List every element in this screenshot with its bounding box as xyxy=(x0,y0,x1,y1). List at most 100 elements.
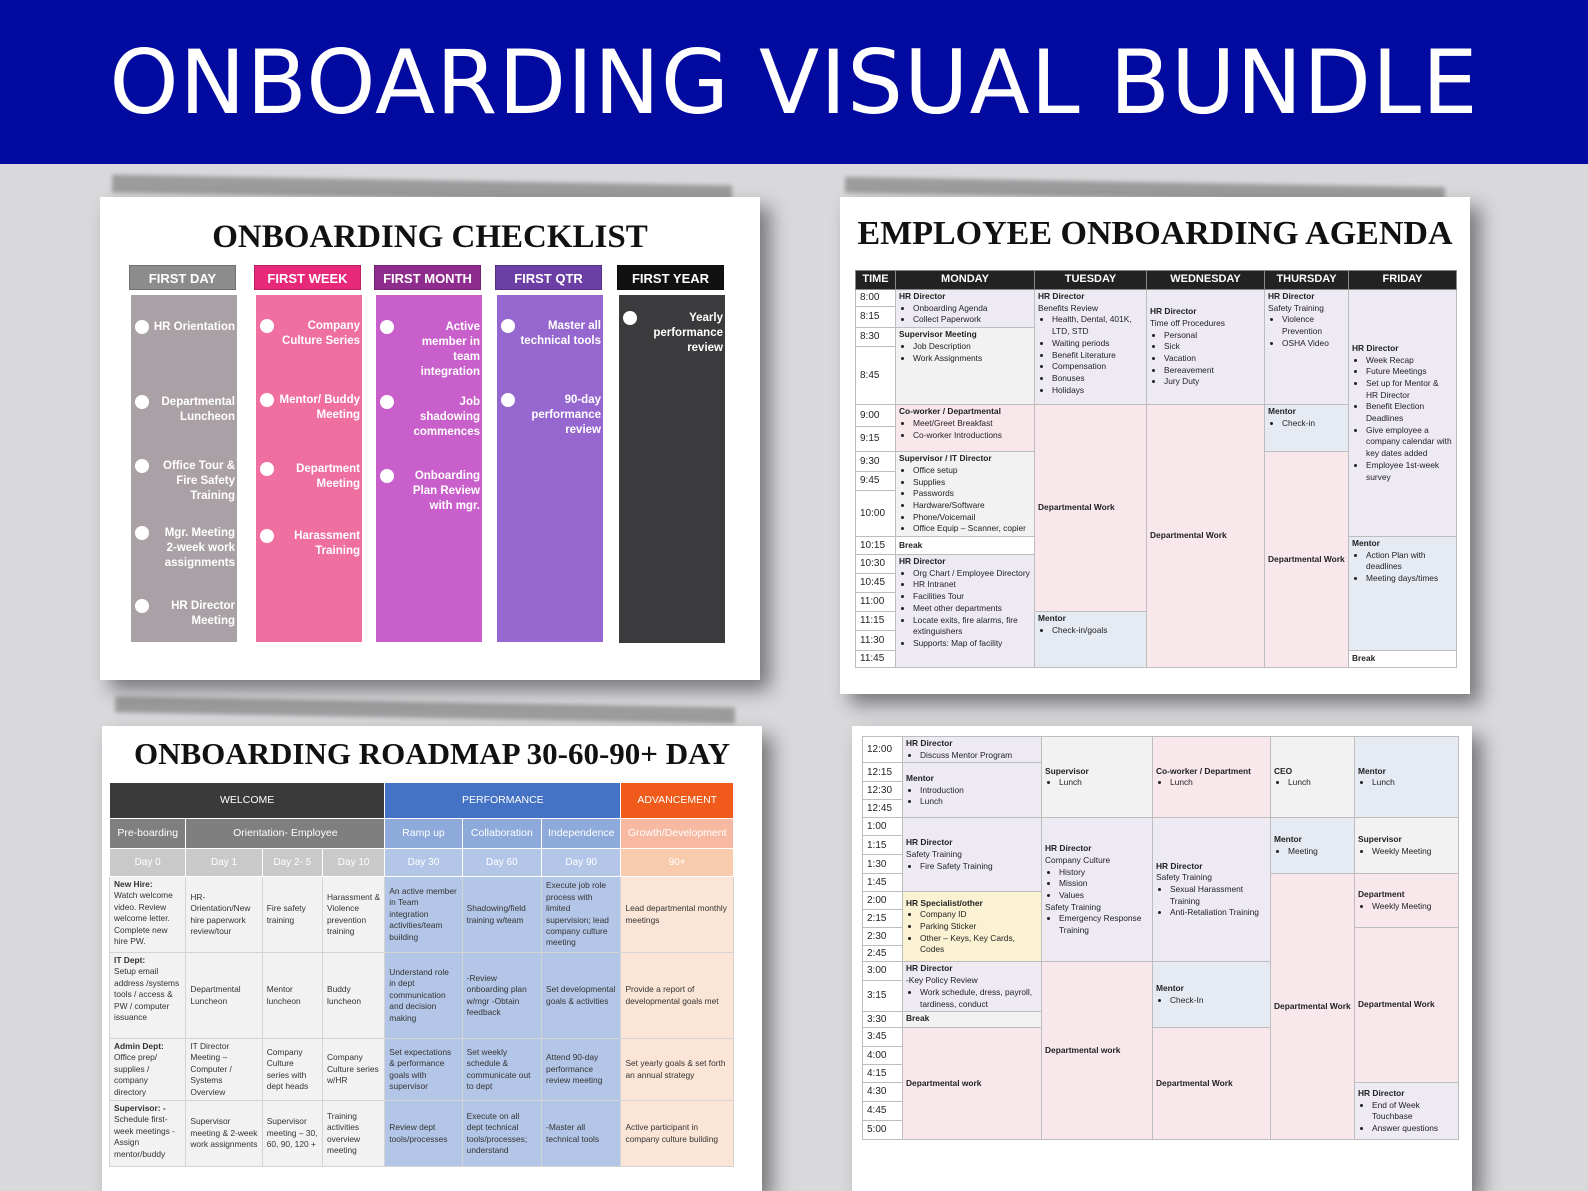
roadmap-cell: Supervisor meeting – 30, 60, 90, 120 + xyxy=(261,1100,324,1168)
agenda-list-item: OSHA Video xyxy=(1282,338,1345,350)
agenda-block-title: Break xyxy=(906,1013,930,1024)
agenda-list-item: History xyxy=(1059,867,1149,879)
agenda-block: SupervisorLunch xyxy=(1041,735,1153,819)
agenda-block: DepartmentWeekly Meeting xyxy=(1354,873,1459,929)
time-slot: 4:30 xyxy=(862,1082,903,1103)
roadmap-day-header: Day 10 xyxy=(321,848,386,877)
roadmap-cell-text: Supervisor meeting & 2-week work assignm… xyxy=(190,1116,258,1150)
roadmap-cell-text: Review dept tools/processes xyxy=(389,1122,448,1144)
roadmap-cell-text: Fire safety training xyxy=(266,903,306,925)
roadmap-cell-text: Departmental Luncheon xyxy=(190,984,241,1006)
checklist-item: Office Tour & Fire Safety Training xyxy=(163,460,235,502)
agenda-list-item: Violence Prevention xyxy=(1282,314,1345,337)
agenda-column-header: TIME xyxy=(855,270,896,290)
agenda-block-subtitle: Benefits Review xyxy=(1038,302,1099,313)
roadmap-cell-text: Training activities overview meeting xyxy=(327,1110,361,1155)
agenda-block-title: Mentor xyxy=(1358,765,1386,776)
time-slot: 9:00 xyxy=(855,404,896,428)
agenda-list-item: Supplies xyxy=(913,477,1031,489)
agenda-block-title: Mentor xyxy=(1352,538,1380,549)
roadmap-cell-text: Mentor luncheon xyxy=(266,984,301,1006)
agenda-block-subtitle: Safety Training xyxy=(1045,901,1101,912)
agenda-block-title: Mentor xyxy=(906,772,934,783)
agenda-list-item: Vacation xyxy=(1164,353,1261,365)
agenda-block-list: Work schedule, dress, payroll, tardiness… xyxy=(906,987,1038,1010)
roadmap-cell-text: Company Culture series w/HR xyxy=(327,1052,379,1086)
agenda-list-item: Office setup xyxy=(913,465,1031,477)
agenda-list-item: Weekly Meeting xyxy=(1372,846,1455,858)
agenda-block: MentorCheck-In xyxy=(1152,961,1271,1029)
agenda-list-item: Lunch xyxy=(1372,777,1455,789)
checklist-item: Yearly performance review xyxy=(653,312,723,354)
roadmap-cell-text: Shadowing/field training w/team xyxy=(466,903,526,925)
agenda-list-item: Week Recap xyxy=(1366,355,1453,367)
time-slot: 2:15 xyxy=(862,909,903,929)
roadmap-cell-text: Setup email address /systems tools / acc… xyxy=(114,966,180,1023)
roadmap-cell-text: Company Culture series with dept heads xyxy=(266,1046,309,1091)
agenda-block-list: Health, Dental, 401K, LTD, STDWaiting pe… xyxy=(1038,314,1143,396)
agenda-block-list: Check-in xyxy=(1268,418,1345,430)
checklist-item: HR Director Meeting xyxy=(171,600,235,627)
agenda-list-item: Org Chart / Employee Directory xyxy=(913,568,1031,580)
agenda-list-item: Compensation xyxy=(1052,361,1143,373)
time-slot: 10:30 xyxy=(855,554,896,575)
agenda-block-title: Break xyxy=(1352,653,1376,664)
agenda-list-item: Discuss Mentor Program xyxy=(920,750,1038,762)
agenda-list-item: Lunch xyxy=(1170,777,1267,789)
roadmap-cell-text: IT Director Meeting – Computer / Systems… xyxy=(190,1041,232,1097)
checklist-item: Mgr. Meeting 2-week work assignments xyxy=(164,527,235,569)
agenda-block: SupervisorWeekly Meeting xyxy=(1354,817,1459,875)
time-slot: 8:45 xyxy=(855,346,896,406)
agenda-block: Break xyxy=(1348,650,1457,669)
agenda-list-item: Bonuses xyxy=(1052,373,1143,385)
time-slot: 12:15 xyxy=(862,762,903,783)
agenda-list-item: Introduction xyxy=(920,785,1038,797)
agenda-block-subtitle: Safety Training xyxy=(1156,872,1212,883)
time-slot: 10:45 xyxy=(855,573,896,594)
agenda-list-item: Passwords xyxy=(913,488,1031,500)
agenda-block: CEOLunch xyxy=(1270,735,1355,819)
agenda-block-subtitle: Company Culture xyxy=(1045,854,1111,865)
roadmap-cell: Active participant in company culture bu… xyxy=(620,1100,734,1168)
agenda-list-item: Check-in/goals xyxy=(1052,625,1143,637)
agenda-block-list: Emergency Response Training xyxy=(1045,913,1149,936)
agenda-block-title: Co-worker / Departmental xyxy=(899,406,1001,417)
checklist-item: Active member in team integration xyxy=(420,321,480,378)
time-slot: 9:30 xyxy=(855,451,896,472)
agenda-list-item: Company ID xyxy=(920,909,1038,921)
card-shadow xyxy=(114,696,736,724)
time-slot: 12:30 xyxy=(862,781,903,801)
agenda-block: Supervisor / IT DirectorOffice setupSupp… xyxy=(895,451,1035,538)
roadmap-phase-header: Independence xyxy=(541,818,622,849)
roadmap-cell-text: Active participant in company culture bu… xyxy=(625,1122,719,1144)
agenda-list-item: Work schedule, dress, payroll, tardiness… xyxy=(920,987,1038,1010)
agenda-list-item: Employee 1st-week survey xyxy=(1366,460,1453,483)
time-slot: 9:45 xyxy=(855,470,896,492)
roadmap-cell: Set weekly schedule & communicate out to… xyxy=(461,1037,543,1102)
agenda-block-title: Supervisor Meeting xyxy=(899,329,977,340)
agenda-block: Departmental Work xyxy=(1152,1027,1271,1141)
agenda-block: MentorCheck-in xyxy=(1264,404,1349,453)
roadmap-cell: Mentor luncheon xyxy=(261,952,324,1039)
agenda-block: Departmental Work xyxy=(1354,927,1459,1084)
roadmap-cell: Training activities overview meeting xyxy=(321,1100,386,1168)
checklist-item: Job shadowing commences xyxy=(413,396,480,438)
agenda-column-header: MONDAY xyxy=(895,270,1035,290)
checklist-item: Department Meeting xyxy=(296,463,360,490)
roadmap-card: ONBOARDING ROADMAP 30-60-90+ DAY WELCOME… xyxy=(102,726,762,1191)
roadmap-cell-text: Watch welcome video. Review welcome lett… xyxy=(114,890,173,947)
roadmap-day-header: 90+ xyxy=(620,848,734,877)
checklist-column-header: FIRST WEEK xyxy=(254,265,361,290)
checkbox-circle-icon xyxy=(135,395,149,409)
time-slot: 10:00 xyxy=(855,490,896,538)
time-slot: 8:00 xyxy=(855,288,896,308)
roadmap-cell: An active member in Team integration act… xyxy=(384,876,463,953)
agenda-block: Co-worker / DepartmentalMeet/Greet Break… xyxy=(895,404,1035,453)
agenda-list-item: Future Meetings xyxy=(1366,366,1453,378)
agenda-list-item: HR Intranet xyxy=(913,579,1031,591)
